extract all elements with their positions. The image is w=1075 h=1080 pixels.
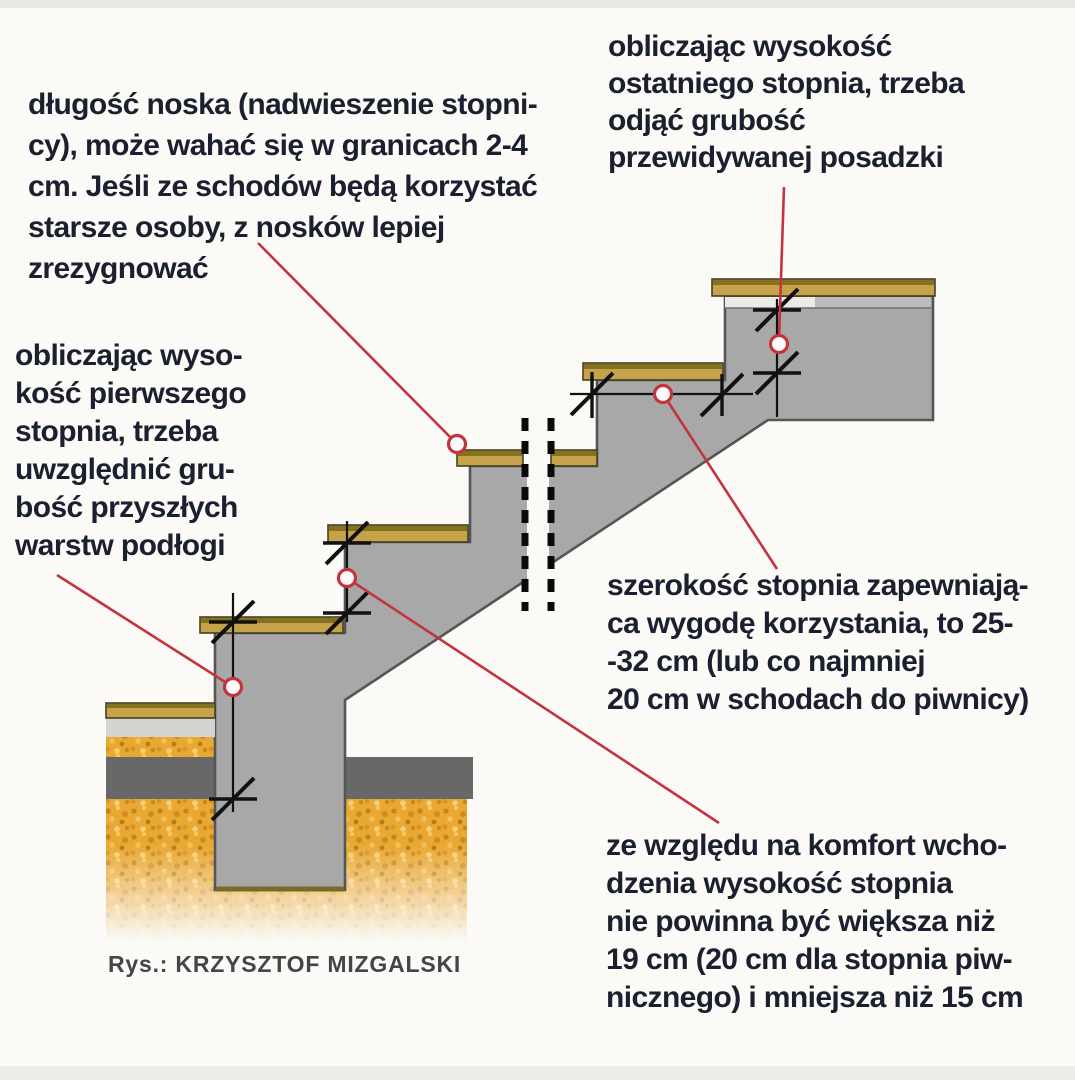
- dimension-markers: [209, 287, 801, 822]
- annotation-line: cm. Jeśli ze schodów będą korzystać: [28, 170, 538, 203]
- subbase-band-right: [345, 757, 473, 799]
- annotation-line: długość noska (nadwieszenie stopni-: [28, 88, 538, 121]
- annotation-line: 19 cm (20 cm dla stopnia piw-: [606, 943, 1013, 976]
- anchor-first-step: [222, 676, 244, 698]
- leader-anchor-circles: [222, 333, 790, 698]
- leader-first-step: [56, 573, 234, 689]
- annotation-line: nie powinna być większa niż: [606, 905, 996, 938]
- annotation-step-width: szerokość stopnia zapewniają-ca wygodę k…: [607, 567, 1057, 719]
- author-caption: Rys.: KRZYSZTOF MIZGALSKI: [108, 951, 462, 977]
- anchor-step-width: [652, 383, 674, 405]
- annotation-line: ze względu na komfort wcho-: [606, 829, 1007, 862]
- annotation-line: bość przyszłych: [15, 491, 238, 524]
- annotation-line: obliczając wysokość: [608, 30, 892, 63]
- dimension-first-step-height: [209, 593, 257, 822]
- annotation-line: dzenia wysokość stopnia: [606, 867, 953, 900]
- stair-treads: [199, 278, 936, 634]
- annotation-line: warstw podłogi: [15, 529, 226, 562]
- leader-last-step: [777, 186, 786, 340]
- leader-step-width: [661, 393, 779, 570]
- annotation-line: nicznego) i mniejsza niż 15 cm: [606, 981, 1024, 1014]
- landing-tread: [711, 278, 936, 297]
- tread-4: [582, 362, 724, 381]
- image-bottom-border: [0, 1066, 1075, 1080]
- gravel-band-left-upper: [106, 736, 215, 759]
- anchor-nosing: [446, 433, 468, 455]
- anchor-step-height: [336, 567, 358, 589]
- leader-lines: [56, 186, 786, 825]
- tread-3-right-of-break: [550, 449, 598, 467]
- annotation-line: zrezygnować: [28, 252, 209, 285]
- annotation-line: przewidywanej posadzki: [608, 141, 944, 174]
- annotation-first-step-height: obliczając wyso-kość pierwszego stopnia, …: [15, 337, 285, 565]
- annotation-line: szerokość stopnia zapewniają-: [607, 569, 1029, 602]
- wood-floor-edge: [107, 704, 214, 708]
- annotation-line: starsze osoby, z nosków lepiej: [28, 211, 445, 244]
- annotation-line: 20 cm w schodach do piwnicy): [607, 683, 1029, 716]
- annotation-line: odjąć grubość: [608, 104, 806, 137]
- annotation-line: uwzględnić gru-: [15, 453, 235, 486]
- basement-floor-layers: [105, 702, 216, 737]
- dimension-last-step-height: [753, 287, 801, 417]
- landing-floor-strip: [725, 297, 931, 309]
- tread-3-left-of-break: [456, 449, 524, 467]
- annotation-line: -32 cm (lub co najmniej: [607, 645, 926, 678]
- posadzka-strip-gray: [815, 297, 931, 308]
- annotation-step-height: ze względu na komfort wcho-dzenia wysoko…: [606, 827, 1066, 1017]
- annotation-nosing-length: długość noska (nadwieszenie stopni-cy), …: [28, 84, 548, 289]
- annotation-last-step-height: obliczając wysokość ostatniego stopnia, t…: [608, 28, 1038, 176]
- screed-layer: [106, 718, 215, 737]
- image-top-border: [0, 0, 1075, 8]
- anchor-last-step: [768, 333, 790, 355]
- break-gap: [527, 410, 549, 616]
- annotation-line: obliczając wyso-: [15, 339, 243, 372]
- annotation-line: cy), może wahać się w granicach 2-4: [28, 129, 528, 162]
- annotation-line: stopnia, trzeba: [15, 415, 218, 448]
- annotation-line: ca wygodę korzystania, to 25-: [607, 607, 1014, 640]
- posadzka-strip-light: [725, 297, 815, 308]
- tread-1: [199, 616, 344, 634]
- break-lines: [521, 418, 555, 611]
- leader-step-height: [346, 576, 720, 825]
- subbase-band-left: [106, 757, 215, 799]
- annotation-line: kość pierwszego: [15, 377, 247, 410]
- leader-nosing: [257, 242, 458, 445]
- annotation-line: ostatniego stopnia, trzeba: [608, 67, 965, 100]
